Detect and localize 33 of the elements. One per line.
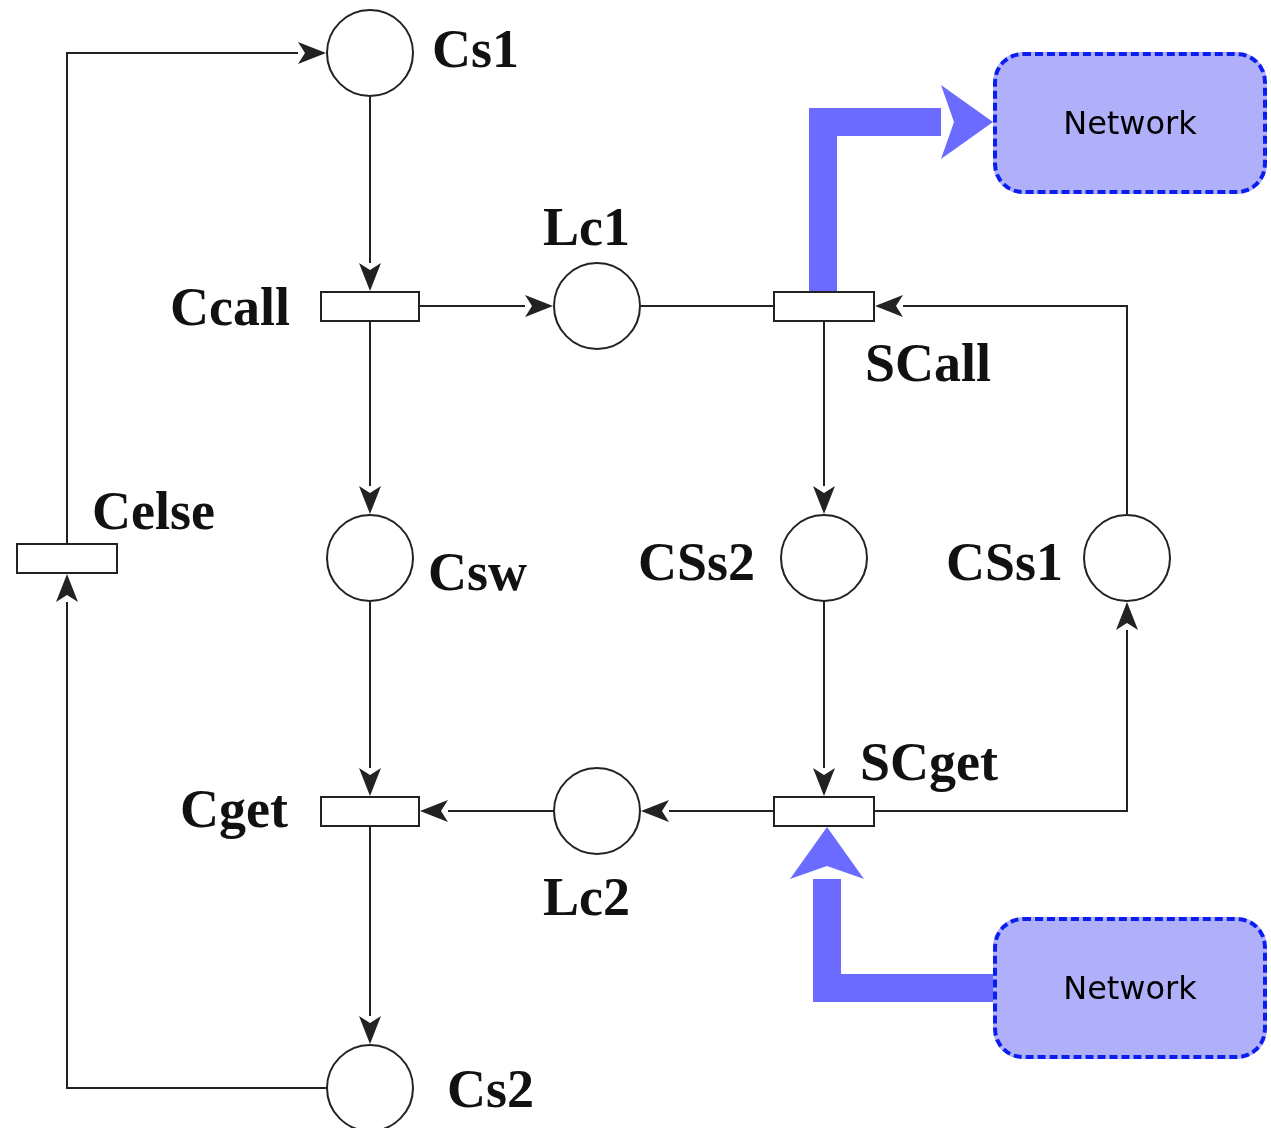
arrow <box>875 295 1128 515</box>
box-label: Network <box>1063 969 1197 1007</box>
arrow <box>359 601 381 796</box>
place-label: Cs2 <box>447 1062 534 1116</box>
arrow <box>813 321 835 514</box>
arrow <box>813 601 835 796</box>
transition-bar <box>320 291 420 322</box>
place-label: Lc1 <box>543 200 630 254</box>
place-label: CSs2 <box>638 535 756 589</box>
arrow <box>359 826 381 1044</box>
arrow <box>641 800 774 823</box>
arrow <box>359 321 381 514</box>
transition-label: SCall <box>865 336 992 390</box>
arrow <box>66 42 326 544</box>
arrow <box>420 800 554 822</box>
place-label: Lc2 <box>543 870 630 924</box>
place-label: Cs1 <box>432 22 519 76</box>
transition-bar <box>773 796 875 827</box>
place-label: CSs1 <box>946 535 1064 589</box>
arrow <box>419 295 553 318</box>
transition-bar <box>773 291 875 322</box>
arrow <box>359 96 381 291</box>
place-label: Csw <box>428 545 527 599</box>
transition-label: Ccall <box>170 280 290 334</box>
arrow <box>874 602 1138 812</box>
transition-bar <box>16 543 118 574</box>
transition-bar <box>320 796 420 827</box>
arrow <box>790 827 993 1002</box>
box-label: Network <box>1063 104 1197 142</box>
arrow <box>809 85 993 291</box>
transition-label: Celse <box>92 484 215 538</box>
network-box <box>993 917 1267 1059</box>
network-box <box>993 52 1267 194</box>
